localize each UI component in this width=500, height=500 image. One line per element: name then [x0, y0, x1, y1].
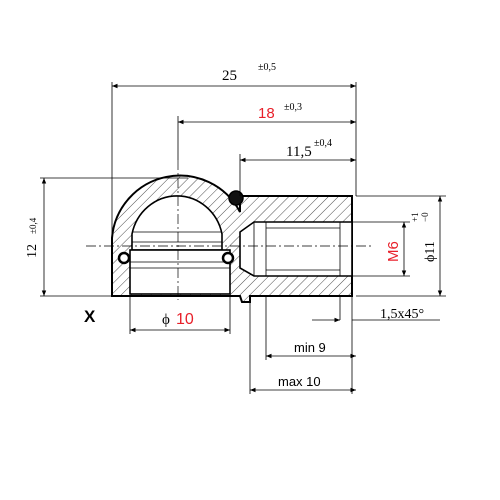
dim-overall-tol: ±0,5 — [258, 62, 276, 73]
dim-min-depth: min 9 — [294, 340, 326, 355]
dim-mid: 18 — [258, 105, 275, 122]
dim-max-depth: max 10 — [278, 374, 321, 389]
dim-bore: 10 — [176, 311, 194, 328]
dim-bore-prefix: ϕ — [162, 312, 170, 328]
center-lines — [86, 160, 372, 300]
view-label: X — [84, 307, 96, 326]
dim-short: 11,5 — [286, 144, 312, 160]
dim-short-tol: ±0,4 — [314, 138, 332, 149]
dim-mid-tol: ±0,3 — [284, 102, 302, 113]
ring-left — [117, 251, 131, 265]
ring-top — [228, 190, 244, 206]
dim-height: 12 — [25, 244, 40, 258]
ball-cavity — [131, 195, 223, 251]
dim-overall: 25 — [222, 68, 237, 84]
threaded-hole — [239, 221, 353, 277]
dim-thread: M6 — [385, 241, 402, 262]
dim-outer-tol-upper: +1 — [410, 212, 420, 222]
dimension-lines — [41, 83, 443, 393]
dim-chamfer: 1,5x45° — [380, 307, 424, 322]
ring-right — [221, 251, 235, 265]
dim-height-tol: ±0,4 — [28, 217, 38, 234]
dim-outer-tol-lower: −0 — [420, 212, 430, 222]
part-section — [111, 174, 353, 303]
bore — [129, 249, 231, 295]
dim-outer: ϕ11 — [423, 241, 438, 262]
